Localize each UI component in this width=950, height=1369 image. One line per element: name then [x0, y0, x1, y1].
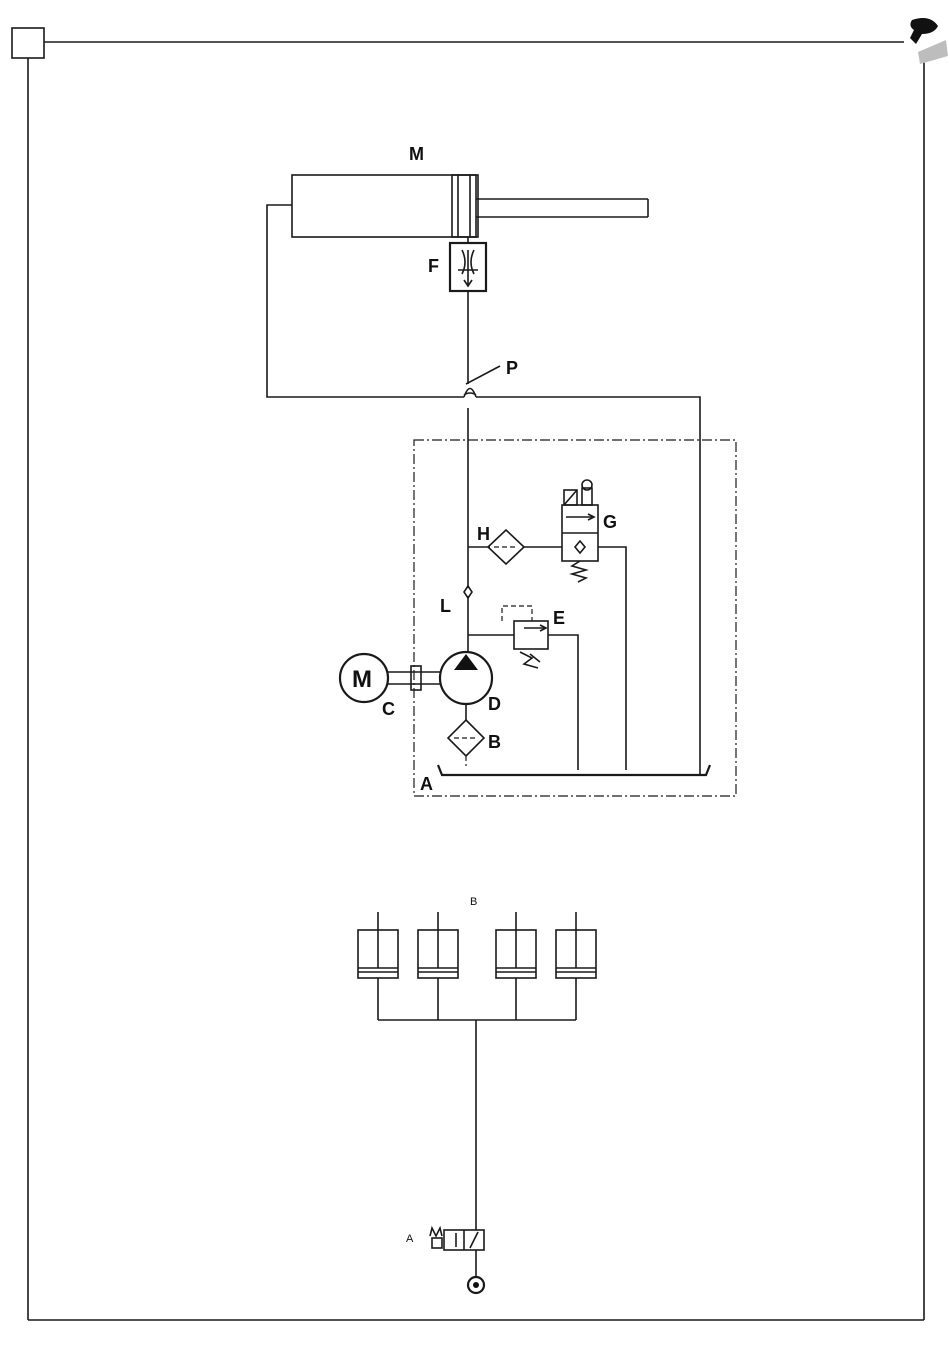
- page-frame: [12, 28, 924, 1320]
- motor-symbol: M: [352, 666, 372, 693]
- label-brake-group: B: [470, 896, 477, 908]
- brake-cylinder-1: [358, 912, 398, 1020]
- return-line-right: [476, 397, 700, 775]
- relief-valve-e: [468, 606, 578, 770]
- brake-cylinders: [358, 912, 596, 1020]
- label-motor: C: [382, 699, 395, 719]
- brand-logo: [910, 18, 948, 64]
- label-relief-valve: E: [553, 608, 565, 628]
- label-solenoid-valve: G: [603, 512, 617, 532]
- label-connection: P: [506, 358, 518, 378]
- motor-c: M: [340, 654, 388, 702]
- return-line-left: [267, 205, 464, 397]
- label-cylinder: M: [409, 144, 424, 164]
- corner-box: [12, 28, 44, 58]
- suction-filter-b: [448, 704, 484, 766]
- leader-p: [466, 366, 500, 384]
- pump-d: [440, 652, 492, 704]
- label-pump: D: [488, 694, 501, 714]
- label-flow-valve: F: [428, 256, 439, 276]
- brake-cylinder-3: [496, 912, 536, 1020]
- label-tank-unit: A: [420, 774, 433, 794]
- cylinder-m: [292, 175, 648, 237]
- brake-cylinder-4: [556, 912, 596, 1020]
- tank: [438, 765, 710, 775]
- brake-valve-a: [430, 1228, 484, 1293]
- label-brake-valve: A: [406, 1233, 414, 1245]
- label-check-valve: L: [440, 596, 451, 616]
- label-filter-return: H: [477, 524, 490, 544]
- flow-valve-f: [450, 237, 486, 291]
- label-suction-filter: B: [488, 732, 501, 752]
- brake-cylinder-2: [418, 912, 458, 1020]
